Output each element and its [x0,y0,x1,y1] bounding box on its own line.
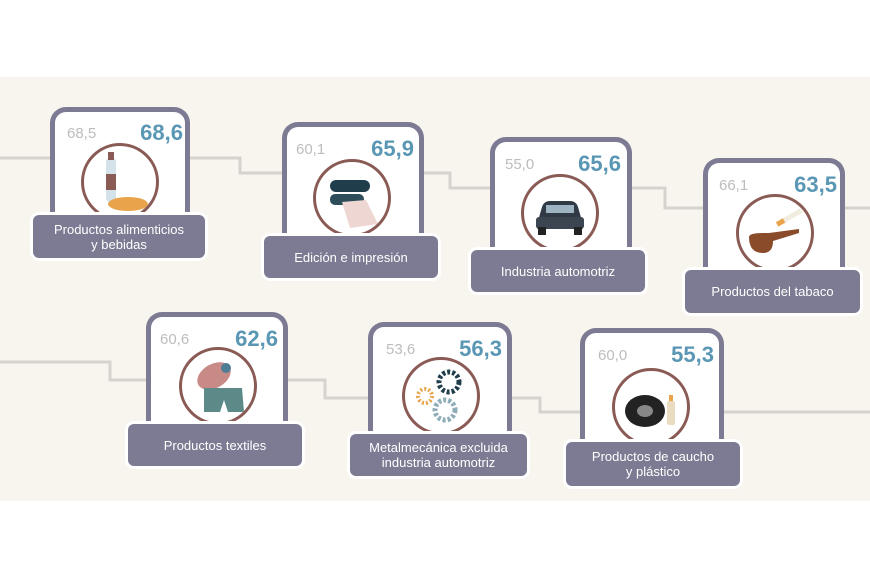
thread-shorts-icon [179,347,257,425]
previous-value: 60,0 [598,347,628,364]
car-icon [521,174,599,252]
current-value: 63,5 [794,172,837,197]
previous-value: 66,1 [719,177,749,194]
category-label: Productos del tabaco [685,270,860,313]
current-value: 65,6 [578,151,621,176]
current-value: 56,3 [459,336,502,361]
category-label: Edición e impresión [264,236,438,278]
gears-icon [402,357,480,435]
category-label: Industria automotriz [471,250,645,292]
previous-value: 53,6 [386,341,416,358]
category-label: Productos textiles [128,424,302,466]
printing-rollers-icon [313,159,391,237]
current-value: 55,3 [671,342,714,367]
tire-bottle-icon [612,368,690,446]
bottle-bread-icon [81,143,159,221]
previous-value: 55,0 [505,156,535,173]
previous-value: 60,6 [160,331,190,348]
current-value: 65,9 [371,136,414,161]
previous-value: 68,5 [67,125,97,142]
previous-value: 60,1 [296,141,326,158]
current-value: 68,6 [140,120,183,145]
current-value: 62,6 [235,326,278,351]
pipe-cigarette-icon [736,194,814,272]
